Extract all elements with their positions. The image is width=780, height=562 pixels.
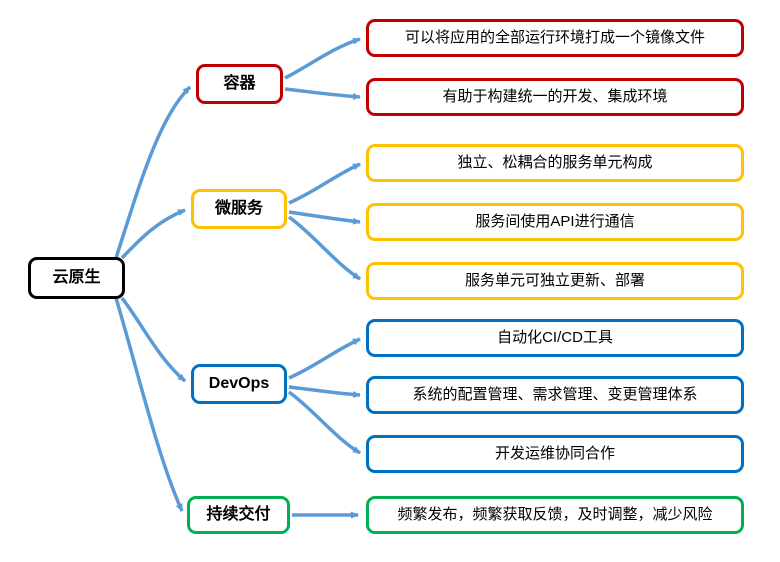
- arrow-devops-to-leaf-3: [287, 390, 361, 455]
- leaf-node-container-1: 可以将应用的全部运行环境打成一个镜像文件: [366, 19, 744, 57]
- arrow-microservices-to-leaf-1: [288, 162, 361, 205]
- leaf-node-microservices-3: 服务单元可独立更新、部署: [366, 262, 744, 300]
- arrow-devops-to-leaf-1: [288, 337, 361, 380]
- leaf-node-devops-3: 开发运维协同合作: [366, 435, 744, 473]
- arrow-microservices-to-leaf-2: [288, 210, 361, 225]
- branch-node-continuous-delivery: 持续交付: [187, 496, 290, 534]
- leaf-node-devops-1: 自动化CI/CD工具: [366, 319, 744, 357]
- arrow-root-to-container: [114, 85, 192, 259]
- arrow-root-to-continuous-delivery: [114, 297, 184, 512]
- leaf-node-continuous-delivery-1: 频繁发布，频繁获取反馈，及时调整，减少风险: [366, 496, 744, 534]
- arrow-container-to-leaf-1: [284, 37, 361, 80]
- leaf-node-devops-2: 系统的配置管理、需求管理、变更管理体系: [366, 376, 744, 414]
- arrow-microservices-to-leaf-3: [287, 215, 361, 281]
- leaf-node-microservices-1: 独立、松耦合的服务单元构成: [366, 144, 744, 182]
- arrow-root-to-devops: [120, 296, 187, 383]
- leaf-node-container-2: 有助于构建统一的开发、集成环境: [366, 78, 744, 116]
- branch-node-microservices: 微服务: [191, 189, 287, 229]
- leaf-node-microservices-2: 服务间使用API进行通信: [366, 203, 744, 241]
- branch-node-devops: DevOps: [191, 364, 287, 404]
- root-node-cloud-native: 云原生: [28, 257, 125, 299]
- arrow-devops-to-leaf-2: [288, 385, 361, 398]
- arrow-root-to-microservices: [120, 208, 186, 260]
- arrow-container-to-leaf-2: [284, 87, 361, 100]
- branch-node-container: 容器: [196, 64, 283, 104]
